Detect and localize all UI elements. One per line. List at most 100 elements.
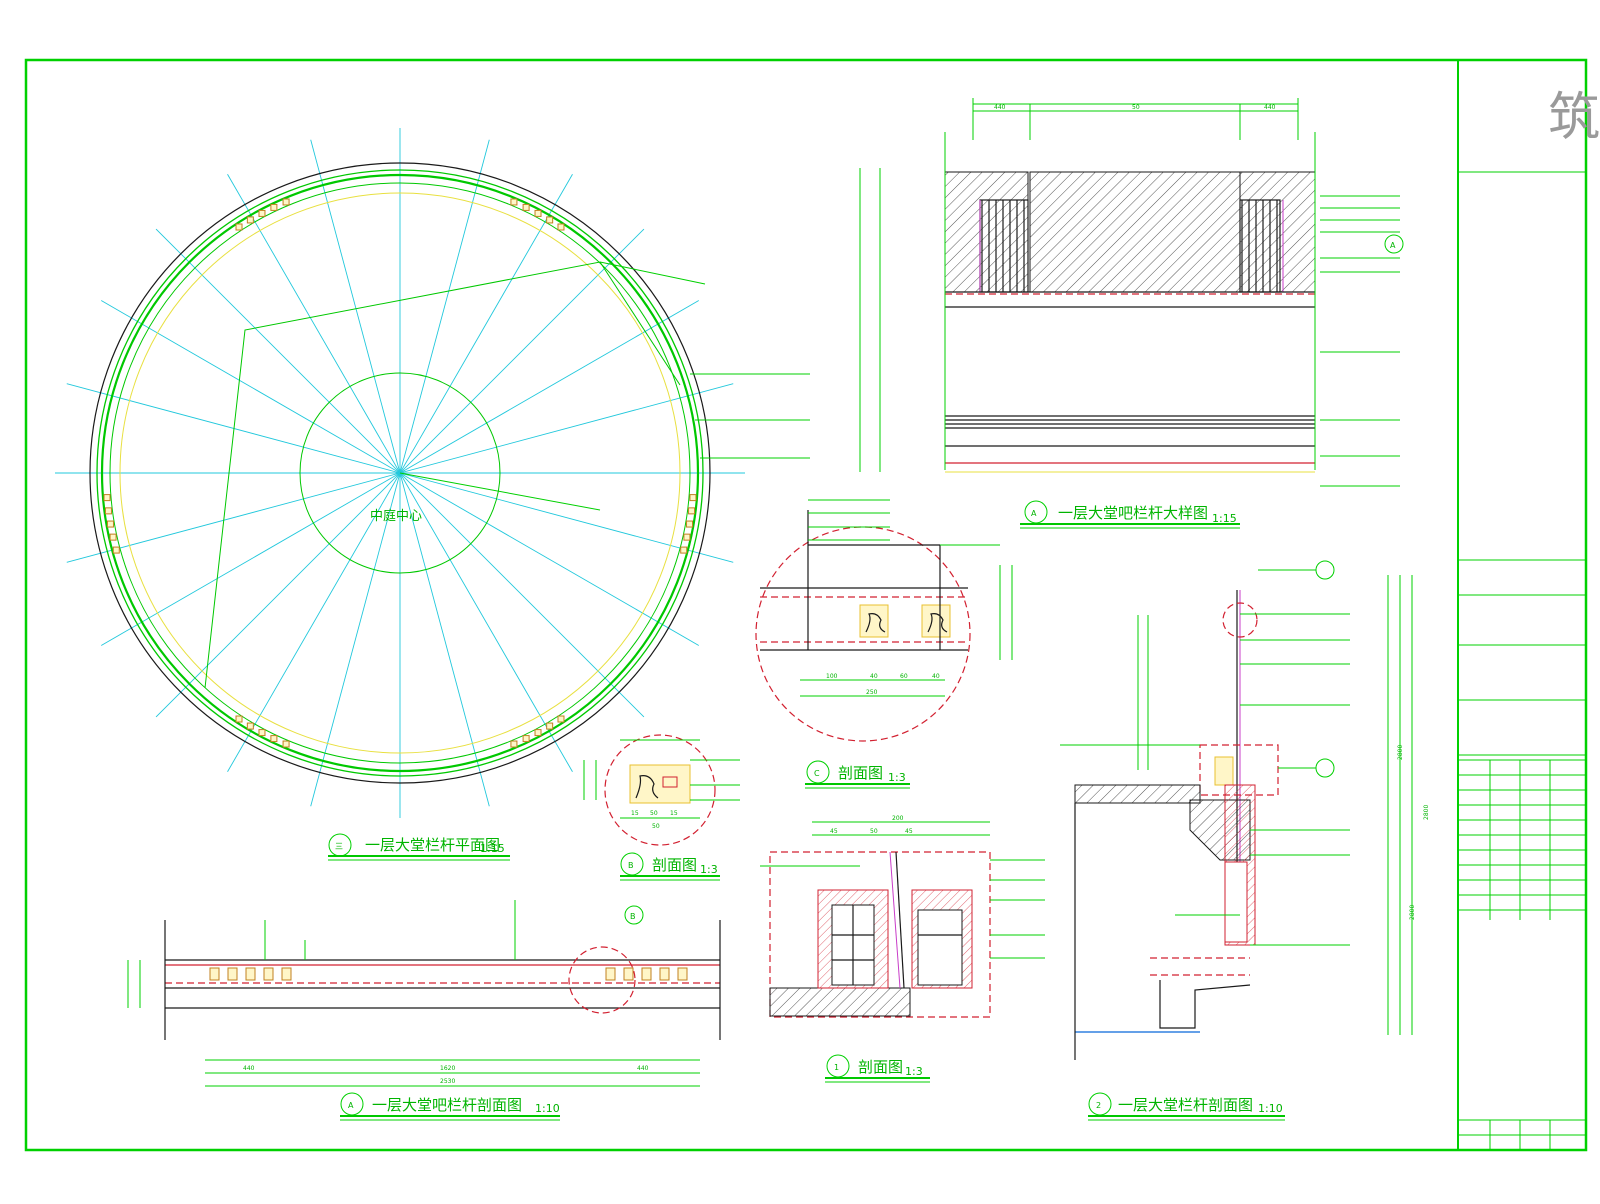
detail-b-title-scale: 1:3: [700, 863, 718, 876]
section-post: [227, 967, 238, 981]
plan-post: [109, 533, 117, 541]
plan-post: [534, 209, 542, 217]
plan-post: [689, 494, 697, 502]
plan-post: [235, 223, 243, 231]
plan-rail-line: [109, 182, 691, 764]
detail-c-dim-3: 60: [900, 673, 908, 680]
detail-1-dim-3: 45: [905, 828, 913, 835]
section-post: [263, 967, 274, 981]
plan-post: [270, 203, 278, 211]
detail-c-dim-4: 40: [932, 673, 940, 680]
plan-rail-outer: [96, 169, 704, 777]
detail-b-dim-4: 50: [652, 823, 660, 830]
plan-post: [246, 722, 254, 730]
detail-c-title: C 剖面图 1:3: [805, 760, 910, 789]
plan-post: [510, 740, 518, 748]
plan-stair-outline: [204, 261, 681, 689]
sec-a-dim-1: 1620: [440, 1065, 455, 1072]
sec-a-dim-3: 440: [637, 1065, 649, 1072]
detail-c: 100 40 60 40 250: [755, 499, 1013, 742]
section-2-title: 2 一层大堂栏杆剖面图 1:10: [1088, 1092, 1285, 1121]
detail-b-dim-3: 15: [670, 810, 678, 817]
detail-c-title-scale: 1:3: [888, 771, 906, 784]
sec-a-dim-4: 2530: [440, 1078, 455, 1085]
detail-1-tag: 1: [834, 1063, 839, 1072]
plan-post-groups: [103, 198, 697, 748]
elevation-title-tag: A: [1031, 509, 1037, 518]
sec-a-dim-2: 440: [243, 1065, 255, 1072]
plan-title: 三 一层大堂栏杆平面图 1:15: [328, 833, 510, 861]
section-a-title-scale: 1:10: [535, 1102, 560, 1115]
section-post: [677, 967, 688, 981]
plan-rail-inner: [100, 173, 700, 773]
detail-1-dim-4: 200: [892, 815, 904, 822]
detail-c-title-text: 剖面图: [838, 764, 883, 782]
sec2-dim-1: 2800: [1397, 745, 1404, 760]
detail-b-dim-2: 50: [650, 810, 658, 817]
company-logo: 筑: [1548, 88, 1600, 148]
elevation-leaders: [1320, 195, 1400, 487]
plan-post: [557, 223, 565, 231]
section-post: [209, 967, 220, 981]
section-a-posts: [209, 967, 688, 981]
section-a-title: A 一层大堂吧栏杆剖面图 1:10: [340, 1092, 560, 1121]
plan-post: [258, 209, 266, 217]
section-2-tag: 2: [1096, 1101, 1101, 1110]
plan-post: [258, 729, 266, 737]
elevation-balusters: [979, 200, 1284, 292]
elevation-title-scale: 1:15: [1212, 512, 1237, 525]
detail-b-tag: B: [628, 861, 634, 870]
plan-post: [534, 729, 542, 737]
section-post: [281, 967, 292, 981]
section-2-title-scale: 1:10: [1258, 1102, 1283, 1115]
section-post: [659, 967, 670, 981]
detail-1-dim-1: 45: [830, 828, 838, 835]
section-post: [605, 967, 616, 981]
plan-post: [106, 520, 114, 528]
elevation-title: A 一层大堂吧栏杆大样图 1:15: [1020, 500, 1240, 529]
plan-post: [112, 546, 120, 554]
svg-text:B: B: [630, 912, 636, 921]
section-a-tag: A: [348, 1101, 354, 1110]
plan-post: [683, 533, 691, 541]
elev-dim-3: 440: [1264, 104, 1276, 111]
detail-b: 15 50 15 50: [583, 734, 740, 846]
plan-post: [282, 740, 290, 748]
detail-1-title-scale: 1:3: [905, 1065, 923, 1078]
sec2-dim-3: 2800: [1423, 805, 1430, 820]
title-block: 筑: [1458, 88, 1600, 1150]
section-post: [623, 967, 634, 981]
plan-post: [103, 494, 111, 502]
plan-post: [246, 216, 254, 224]
plan-outer-circle: [89, 162, 711, 784]
detail-1-title: 1 剖面图 1:3: [825, 1054, 930, 1083]
plan-post: [688, 507, 696, 515]
detail-c-dim-5: 250: [866, 689, 878, 696]
plan-post: [510, 198, 518, 206]
detail-c-dim-1: 100: [826, 673, 838, 680]
elev-dim-2: 50: [1132, 104, 1140, 111]
section-a: 1620 440 440 2530 B: [127, 900, 721, 1087]
detail-b-title-text: 剖面图: [652, 856, 697, 874]
section-2: 2800 2800 2800: [1060, 560, 1430, 1060]
plan-post: [270, 735, 278, 743]
plan-post: [546, 722, 554, 730]
plan-post: [686, 520, 694, 528]
title-block-rows: [1458, 759, 1586, 920]
detail-1: 45 50 45 200: [760, 815, 1045, 1018]
detail-b-dim-1: 15: [631, 810, 639, 817]
detail-c-tag: C: [814, 769, 820, 778]
svg-text:A: A: [1390, 241, 1396, 250]
plan-post: [680, 546, 688, 554]
plan-post: [557, 715, 565, 723]
plan-post: [522, 203, 530, 211]
sheet-border: [24, 58, 1588, 1152]
elev-dim-1: 440: [994, 104, 1006, 111]
elevation-title-text: 一层大堂吧栏杆大样图: [1058, 504, 1208, 522]
plan-post: [282, 198, 290, 206]
plan-title-tag: 三: [335, 842, 343, 851]
section-post: [641, 967, 652, 981]
plan-title-text: 一层大堂栏杆平面图: [365, 836, 500, 854]
plan-leader-1: [599, 261, 706, 285]
